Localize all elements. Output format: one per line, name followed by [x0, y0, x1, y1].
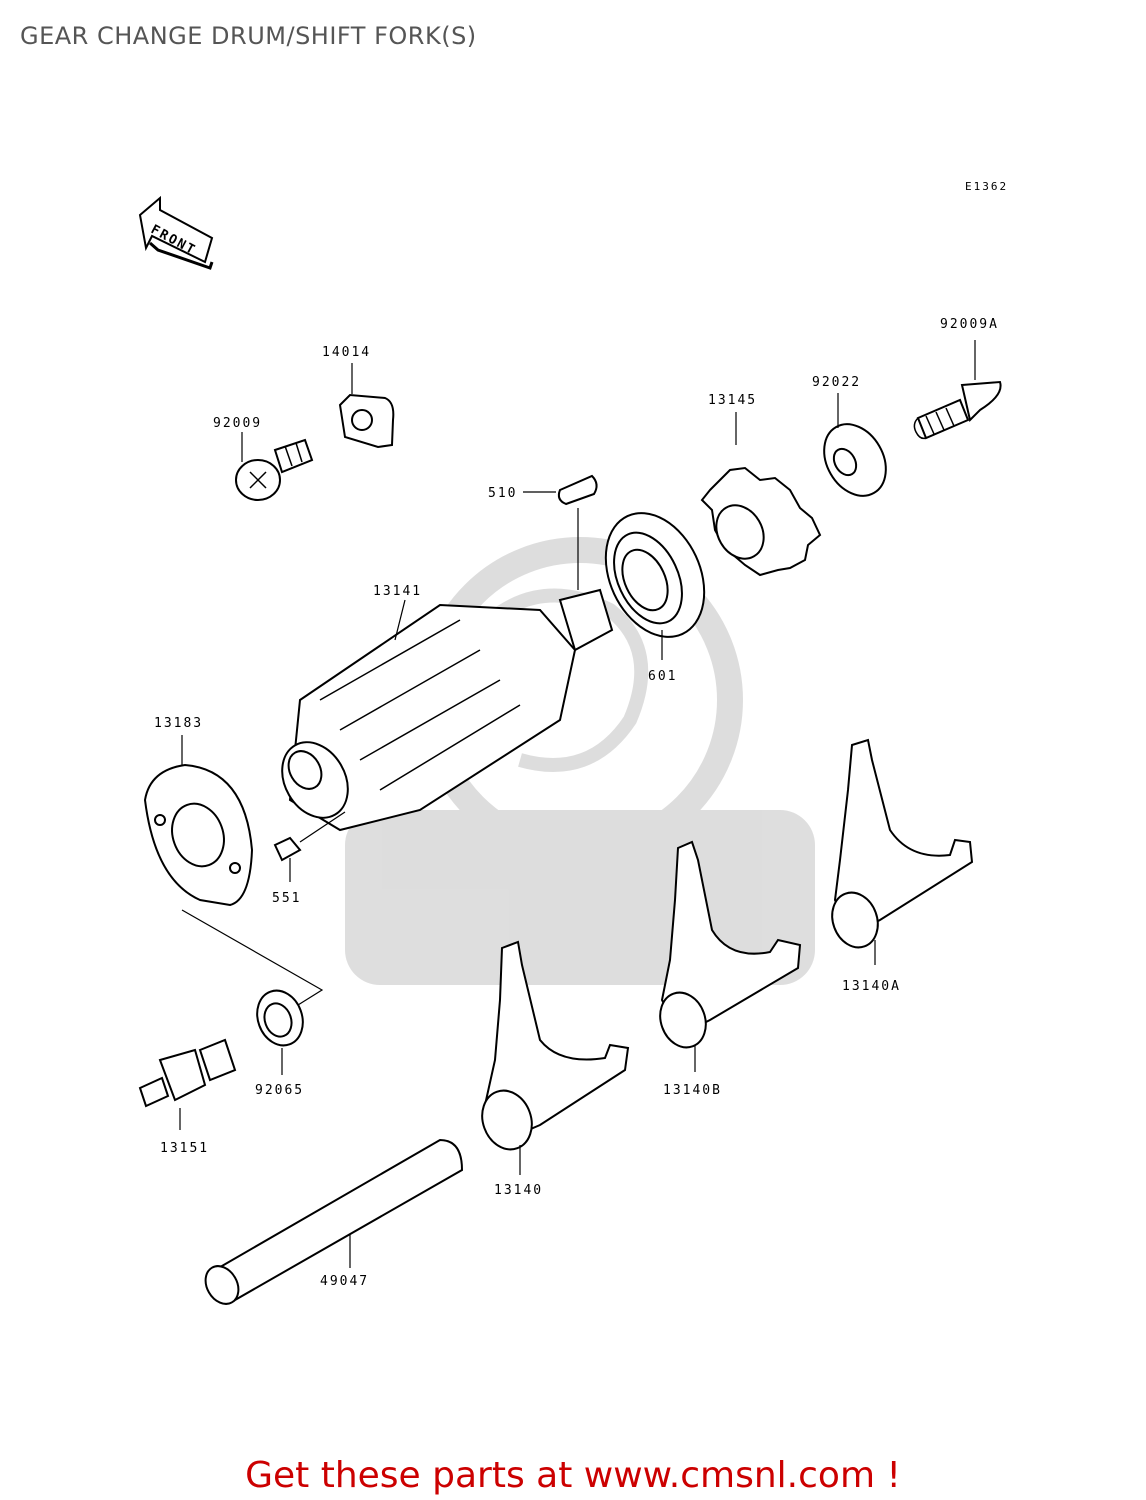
shaft-49047-drawing: [204, 1138, 464, 1305]
bolt-92009a-drawing: [913, 340, 1002, 440]
diagram-code: E1362: [965, 180, 1008, 193]
label-49047: 49047: [320, 1274, 369, 1289]
front-arrow-icon: FRONT: [138, 195, 214, 270]
neutral-switch-13151-drawing: [138, 1038, 237, 1130]
pin-holder-13145-drawing: [700, 412, 822, 577]
label-92022: 92022: [812, 375, 861, 390]
label-14014: 14014: [322, 345, 371, 360]
label-13141: 13141: [373, 584, 422, 599]
shift-fork-13140a-drawing: [831, 738, 974, 965]
label-13151: 13151: [160, 1141, 209, 1156]
footer-cta-link[interactable]: Get these parts at www.cmsnl.com !: [245, 1455, 901, 1496]
label-13140: 13140: [494, 1183, 543, 1198]
watermark-brand: CMS: [569, 894, 601, 909]
bolt-92009-drawing: [235, 432, 314, 501]
washer-92065-drawing: [181, 909, 324, 1075]
plate-14014-drawing: [338, 363, 395, 449]
label-13145: 13145: [708, 393, 757, 408]
footer-cta: Get these parts at www.cmsnl.com !: [0, 1455, 1146, 1496]
label-92009a: 92009A: [940, 317, 999, 332]
label-13140a: 13140A: [842, 979, 901, 994]
shift-drum-13141-drawing: [281, 508, 614, 832]
label-92009: 92009: [213, 416, 262, 431]
label-510: 510: [488, 486, 517, 501]
washer-92022-drawing: [823, 393, 887, 497]
label-92065: 92065: [255, 1083, 304, 1098]
shift-fork-13140-drawing: [481, 940, 630, 1175]
key-510-drawing: [523, 474, 598, 506]
page-title: GEAR CHANGE DRUM/SHIFT FORK(S): [20, 22, 477, 50]
label-13183: 13183: [154, 716, 203, 731]
watermark-url: WWW.CMSNL.COM: [512, 959, 648, 974]
shift-fork-13140b-drawing: [659, 840, 802, 1072]
plate-13183-drawing: [143, 735, 254, 907]
bearing-601-drawing: [604, 512, 706, 660]
pin-551-drawing: [273, 811, 346, 882]
label-551: 551: [272, 891, 301, 906]
label-601: 601: [648, 669, 677, 684]
label-13140b: 13140B: [663, 1083, 722, 1098]
